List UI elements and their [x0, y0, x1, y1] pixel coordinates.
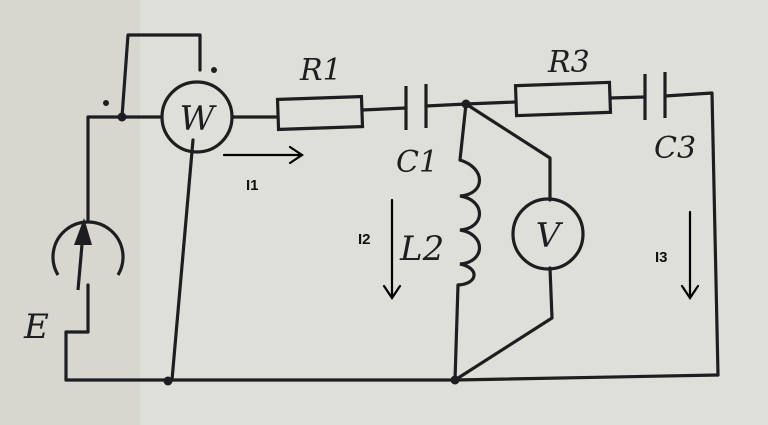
label-l2: L2	[399, 229, 444, 269]
label-c1: C1	[396, 145, 438, 180]
label-v: V	[536, 216, 564, 256]
resistor-r1	[275, 94, 365, 132]
wire-r1-c1	[360, 106, 408, 112]
junction-dot	[163, 376, 173, 386]
arrow-head	[288, 145, 304, 165]
inductor-l2	[457, 158, 481, 287]
wire-voltmeter-bottom	[453, 266, 554, 382]
label-e: E	[23, 307, 49, 347]
wire-node-voltmeter	[464, 102, 552, 202]
current-arrow-i3	[680, 210, 700, 300]
resistor-r3	[513, 80, 613, 118]
current-source-arrow-icon	[51, 218, 125, 291]
label-c3: C3	[654, 131, 696, 166]
label-i3: I3	[655, 249, 668, 266]
label-i1: I1	[246, 177, 259, 194]
junction-dot	[461, 99, 471, 109]
wattmeter-circle-icon	[160, 80, 234, 154]
wire-node-l2	[458, 102, 468, 162]
current-arrow-i1	[222, 145, 304, 165]
wire-source-bottom	[64, 283, 90, 382]
paper-shadow	[0, 0, 140, 425]
arrow-head	[382, 284, 402, 300]
wire-c3-right	[663, 91, 720, 377]
wattmeter-circle	[160, 80, 234, 154]
source-circle	[51, 220, 125, 276]
wire-wattmeter-loop	[120, 33, 202, 119]
label-w: W	[180, 99, 218, 139]
wire-r3-c3	[608, 95, 647, 100]
wire-wattmeter-common	[170, 138, 195, 382]
junctions	[103, 67, 471, 386]
label-i2: I2	[358, 231, 371, 248]
junction-dot	[450, 375, 460, 385]
voltmeter-circle	[511, 197, 585, 271]
label-r3: R3	[547, 45, 590, 80]
voltmeter-circle-icon	[511, 197, 585, 271]
polarity-mark	[103, 100, 109, 106]
junction-dot	[117, 112, 127, 122]
wire-l2-bottom	[453, 283, 460, 382]
capacitor-c1	[404, 84, 428, 130]
wire-source-top	[86, 115, 124, 222]
current-arrow-i2	[382, 198, 402, 300]
capacitor-c3	[643, 72, 667, 120]
label-r1: R1	[299, 53, 342, 88]
polarity-mark	[211, 67, 217, 73]
source-arrow-head	[74, 218, 92, 245]
arrow-head	[680, 284, 700, 300]
